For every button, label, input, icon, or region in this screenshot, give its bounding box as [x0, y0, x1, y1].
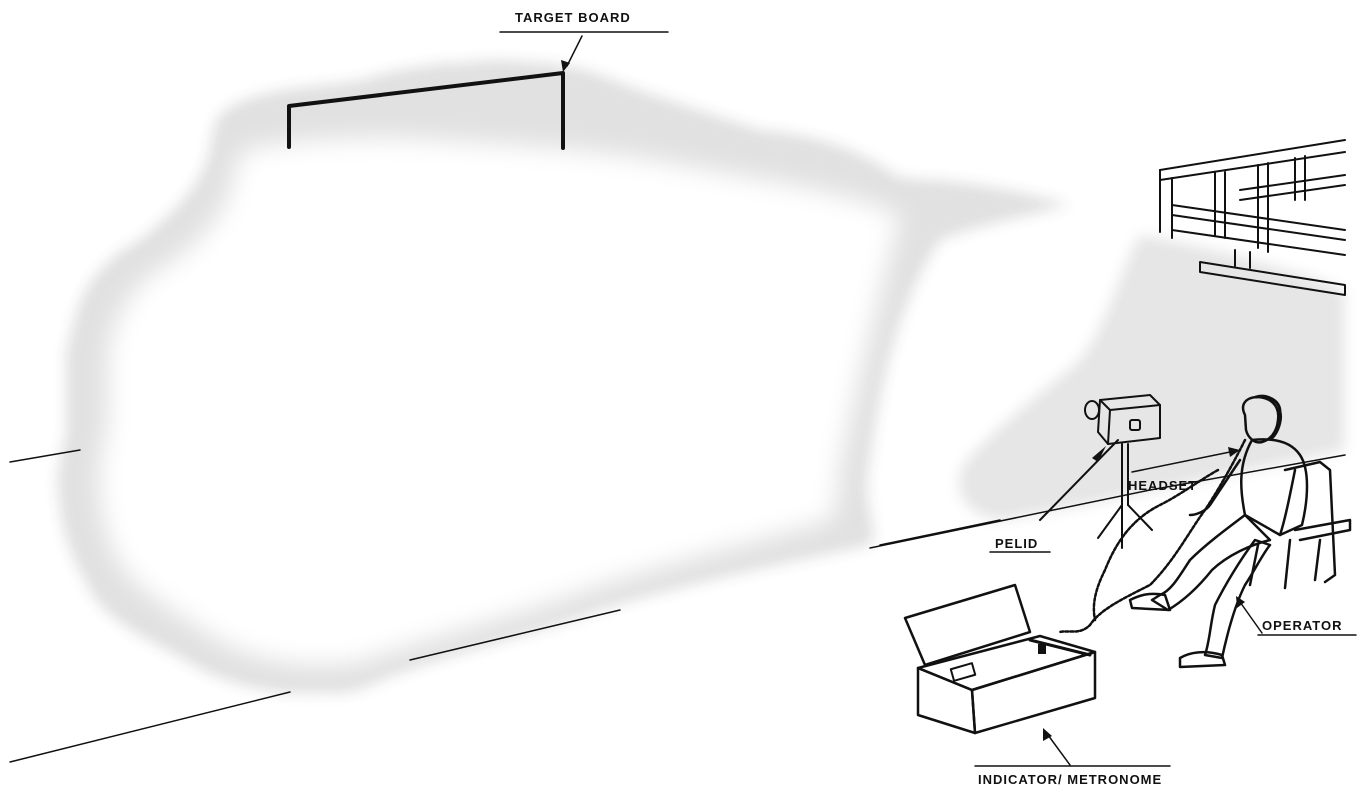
label-target-board: TARGET BOARD	[515, 10, 631, 25]
label-indicator-metronome: INDICATOR/ METRONOME	[978, 772, 1162, 787]
label-operator: OPERATOR	[1262, 618, 1342, 633]
indicator-metronome-box	[905, 585, 1095, 733]
label-headset: HEADSET	[1128, 478, 1197, 493]
label-pelid: PELID	[995, 536, 1038, 551]
smoke-cloud	[58, 61, 1070, 694]
indicator-pointer	[1048, 735, 1070, 765]
smoke-cloud-interior	[99, 138, 900, 665]
operator-pointer	[1240, 602, 1262, 633]
